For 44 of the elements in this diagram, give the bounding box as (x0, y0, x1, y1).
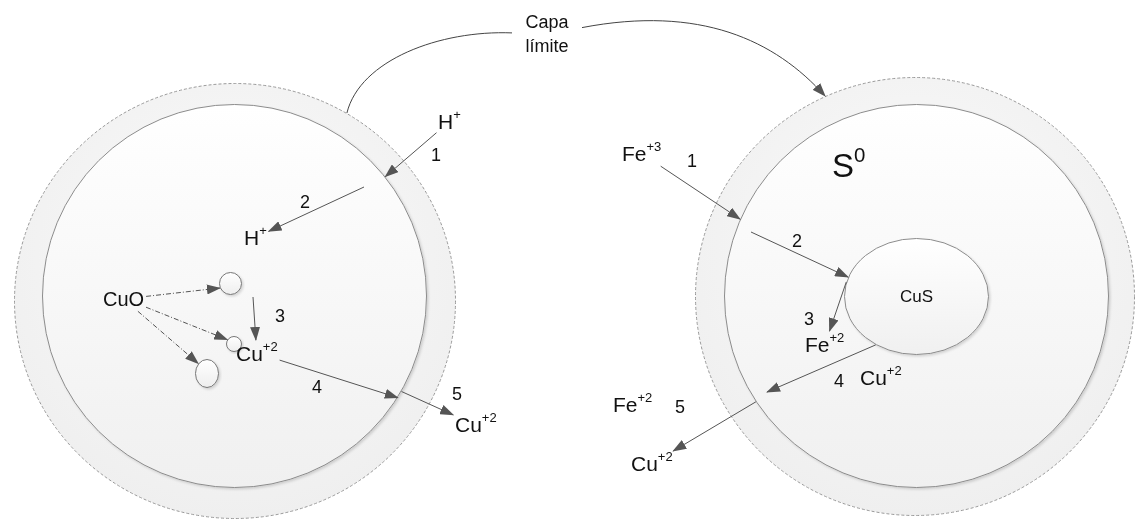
arrow (401, 391, 455, 416)
core-label: CuS (899, 287, 934, 306)
arrow (267, 186, 365, 232)
particle-circle (724, 104, 1109, 488)
step-number: 5 (452, 385, 462, 405)
species-label: Fe$^{+2}$ (805, 333, 845, 357)
leader-line (346, 32, 513, 114)
species-label: CuO (103, 288, 145, 310)
step-number: 5 (675, 398, 685, 418)
species-label: Cu$^{+2}$ (860, 366, 902, 390)
callout-text: Capa límite (514, 10, 580, 59)
arrow (660, 165, 741, 220)
arrow (766, 344, 877, 393)
small-grain-circle (219, 272, 242, 295)
step-number: 3 (804, 310, 814, 330)
layer-label: S$^{0}$ (832, 148, 866, 185)
arrow (279, 359, 399, 399)
species-label: Fe$^{+3}$ (622, 142, 662, 166)
species-label: Cu$^{+2}$ (455, 413, 497, 437)
dashed-arrow (145, 284, 221, 297)
particle-circle (42, 104, 427, 488)
arrow (828, 281, 847, 333)
dashed-arrow (137, 310, 200, 365)
step-number: 2 (300, 193, 310, 213)
leader-line (581, 20, 826, 97)
small-grain-circle (195, 359, 219, 388)
arrow (750, 231, 849, 278)
step-number: 2 (792, 232, 802, 252)
step-number: 4 (312, 378, 322, 398)
species-label: H$^{+}$ (438, 110, 461, 134)
arrow (250, 296, 260, 341)
step-number: 1 (687, 152, 697, 172)
species-label: Cu$^{+2}$ (631, 452, 673, 476)
step-number: 1 (431, 146, 441, 166)
core-ellipse (844, 238, 989, 355)
species-label: H$^{+}$ (244, 226, 267, 250)
dashed-arrow (145, 306, 229, 341)
step-number: 3 (275, 307, 285, 327)
arrow (672, 401, 757, 452)
step-number: 4 (834, 372, 844, 392)
species-label: Fe$^{+2}$ (613, 393, 653, 417)
arrow (384, 132, 437, 178)
species-label: Cu$^{+2}$ (236, 342, 278, 366)
boundary-layer-circle (695, 77, 1135, 516)
